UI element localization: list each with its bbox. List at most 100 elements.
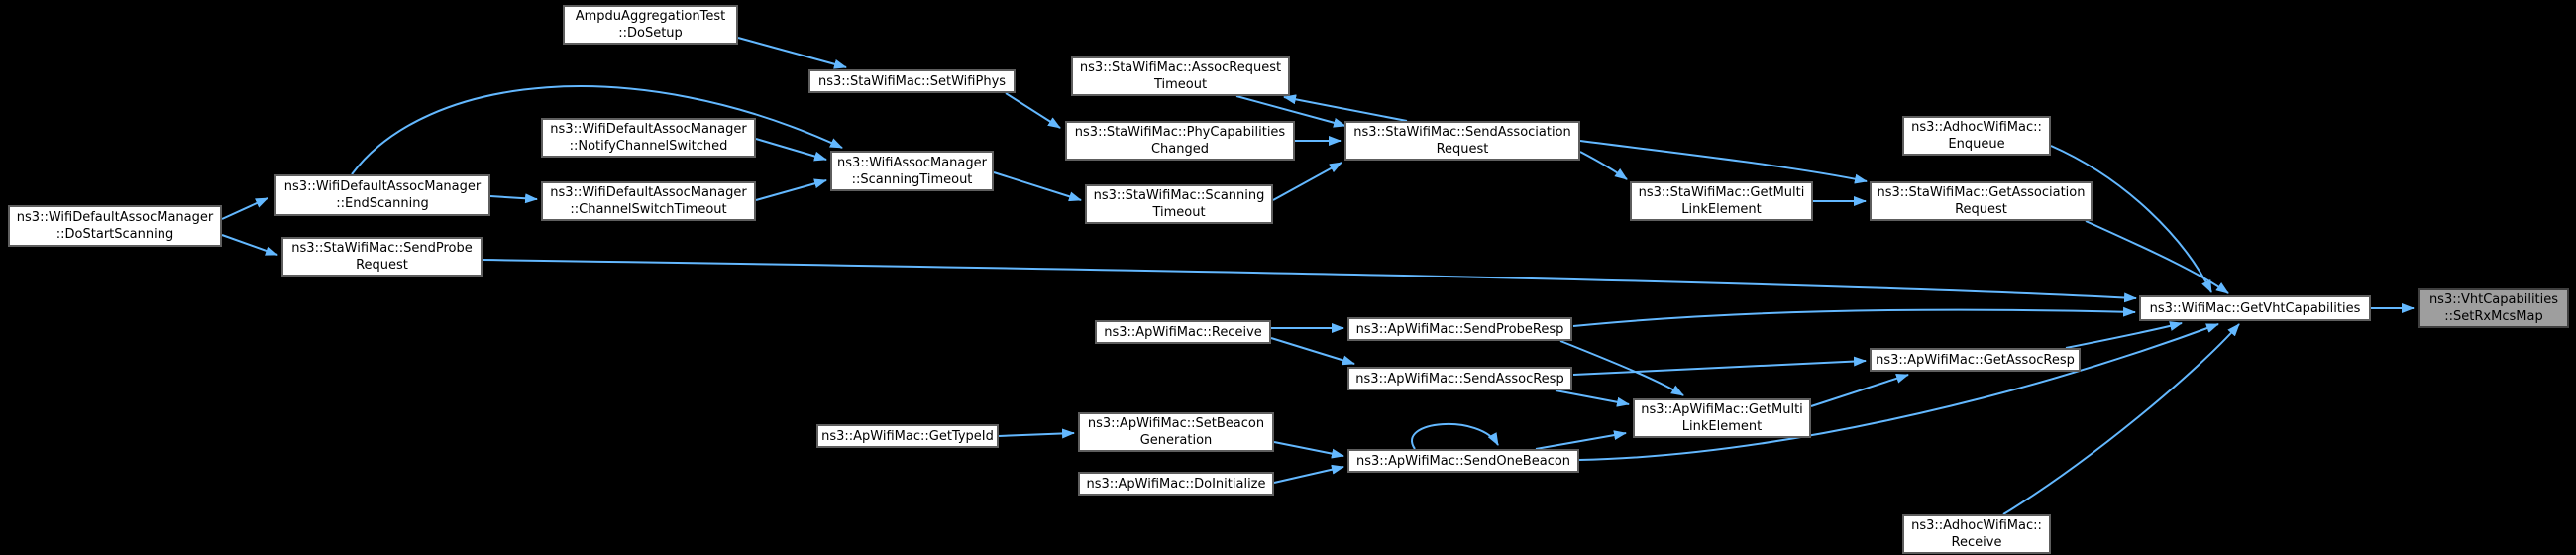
node-label-line: ns3::StaWifiMac::SendProbe (291, 241, 473, 256)
edge-adhoc-enqueue-get-vht-capabilities (2050, 145, 2212, 293)
node-notify-channel-switched[interactable]: ns3::WifiDefaultAssocManager ::NotifyCha… (541, 118, 756, 158)
node-label-line: ::DoSetup (618, 26, 683, 41)
node-do-initialize[interactable]: ns3::ApWifiMac::DoInitialize (1078, 472, 1274, 496)
node-label-line: ns3::StaWifiMac::SendAssociation (1353, 125, 1571, 140)
node-label-line: ns3::WifiAssocManager (837, 155, 987, 170)
node-label-line: ns3::StaWifiMac::GetAssociation (1877, 185, 2086, 200)
node-label-line: ns3::WifiDefaultAssocManager (283, 179, 482, 194)
node-label-line: Receive (1951, 535, 2002, 550)
edge-send-one-beacon-get-vht-capabilities (1578, 323, 2219, 461)
node-label-line: ::NotifyChannelSwitched (569, 139, 728, 154)
node-label-line: ns3::AdhocWifiMac:: (1911, 518, 2042, 533)
node-label-line: ns3::StaWifiMac::Scanning (1093, 188, 1265, 203)
node-ap-receive[interactable]: ns3::ApWifiMac::Receive (1095, 320, 1271, 344)
edge-assoc-request-timeout-send-association-request (1235, 95, 1346, 128)
node-ap-get-type-id[interactable]: ns3::ApWifiMac::GetTypeId (816, 424, 999, 448)
node-label-line: ns3::ApWifiMac::GetTypeId (821, 428, 994, 444)
edge-channel-switch-timeout-wam-scanning-timeout (755, 178, 827, 201)
node-label-line: ns3::ApWifiMac::Receive (1104, 324, 1262, 340)
edge-wam-scanning-timeout-sta-scanning-timeout (993, 171, 1082, 202)
node-send-assoc-resp[interactable]: ns3::ApWifiMac::SendAssocResp (1347, 367, 1572, 390)
edge-send-probe-resp-get-vht-capabilities (1572, 306, 2136, 327)
node-label-line: Changed (1150, 142, 1210, 157)
node-send-one-beacon[interactable]: ns3::ApWifiMac::SendOneBeacon (1347, 449, 1579, 473)
node-label-line: ns3::ApWifiMac::SendProbeResp (1355, 321, 1564, 337)
node-wam-scanning-timeout[interactable]: ns3::WifiAssocManager ::ScanningTimeout (830, 151, 994, 191)
node-adhoc-enqueue[interactable]: ns3::AdhocWifiMac:: Enqueue (1902, 116, 2051, 156)
edge-send-one-beacon-self (1411, 422, 1499, 450)
node-sta-scanning-timeout[interactable]: ns3::StaWifiMac::Scanning Timeout (1085, 184, 1273, 224)
node-label-line: LinkElement (1681, 419, 1763, 434)
node-label-line: ns3::WifiDefaultAssocManager (550, 122, 747, 137)
node-assoc-request-timeout[interactable]: ns3::StaWifiMac::AssocRequest Timeout (1071, 56, 1290, 96)
edge-ampdu-do-setup-set-wifi-phys (737, 37, 847, 69)
edge-send-assoc-resp-ap-get-assoc-resp (1572, 356, 1867, 376)
edge-set-wifi-phys-phy-capabilities-changed (1005, 92, 1061, 129)
edge-send-association-request-sta-get-multi-link-element (1579, 151, 1628, 180)
edge-ap-get-type-id-set-beacon-generation (998, 428, 1075, 439)
node-label-line: ns3::AdhocWifiMac:: (1911, 120, 2042, 135)
node-label-line: ns3::StaWifiMac::PhyCapabilities (1074, 125, 1286, 140)
node-label-line: ns3::WifiDefaultAssocManager (16, 210, 214, 225)
node-label-line: ::DoStartScanning (55, 227, 174, 242)
node-channel-switch-timeout[interactable]: ns3::WifiDefaultAssocManager ::ChannelSw… (541, 181, 756, 221)
edge-send-one-beacon-ap-get-multi-link-element (1535, 430, 1627, 450)
node-end-scanning[interactable]: ns3::WifiDefaultAssocManager ::EndScanni… (274, 174, 490, 216)
node-set-rx-mcs-map: ns3::VhtCapabilities ::SetRxMcsMap (2418, 288, 2569, 328)
node-label-line: ::SetRxMcsMap (2444, 309, 2543, 324)
edge-end-scanning-channel-switch-timeout (489, 193, 538, 204)
edge-do-start-scanning-end-scanning (221, 197, 268, 220)
node-send-association-request[interactable]: ns3::StaWifiMac::SendAssociation Request (1344, 121, 1580, 161)
node-adhoc-receive[interactable]: ns3::AdhocWifiMac:: Receive (1902, 514, 2051, 554)
node-ap-get-multi-link-element[interactable]: ns3::ApWifiMac::GetMulti LinkElement (1633, 398, 1811, 438)
node-label-line: ns3::ApWifiMac::GetAssocResp (1876, 352, 2075, 368)
node-label-line: Request (1436, 142, 1489, 157)
node-label-line: ns3::WifiMac::GetVhtCapabilities (2149, 300, 2361, 316)
node-ap-get-assoc-resp[interactable]: ns3::ApWifiMac::GetAssocResp (1870, 348, 2081, 372)
node-label-line: ns3::ApWifiMac::SendOneBeacon (1355, 453, 1571, 469)
node-label-line: Timeout (1153, 77, 1208, 92)
node-label-line: ns3::ApWifiMac::GetMulti (1641, 402, 1803, 417)
node-label-line: AmpduAggregationTest (575, 9, 726, 24)
edge-send-association-request-assoc-request-timeout (1283, 94, 1408, 122)
node-label-line: ns3::WifiDefaultAssocManager (550, 185, 747, 200)
edge-send-association-request-get-association-request (1579, 140, 1868, 184)
node-send-probe-request[interactable]: ns3::StaWifiMac::SendProbe Request (281, 237, 483, 277)
node-label-line: ns3::ApWifiMac::DoInitialize (1086, 476, 1266, 492)
node-label-line: ::ScanningTimeout (851, 171, 973, 187)
node-label-line: LinkElement (1681, 202, 1762, 217)
node-label-line: ns3::StaWifiMac::SetWifiPhys (817, 73, 1007, 89)
node-label-line: ns3::VhtCapabilities (2428, 292, 2559, 307)
node-send-probe-resp[interactable]: ns3::ApWifiMac::SendProbeResp (1347, 317, 1572, 341)
edge-notify-channel-switched-wam-scanning-timeout (755, 138, 827, 162)
node-label-line: ns3::StaWifiMac::GetMulti (1638, 185, 1805, 200)
node-set-beacon-generation[interactable]: ns3::ApWifiMac::SetBeacon Generation (1078, 412, 1274, 452)
node-label-line: ns3::StaWifiMac::AssocRequest (1079, 60, 1282, 75)
edge-send-probe-request-get-vht-capabilities (482, 259, 2137, 303)
node-phy-capabilities-changed[interactable]: ns3::StaWifiMac::PhyCapabilities Changed (1065, 121, 1295, 161)
edge-send-assoc-resp-ap-get-multi-link-element (1555, 389, 1630, 407)
node-label-line: ::EndScanning (336, 196, 429, 211)
node-label-line: ns3::ApWifiMac::SendAssocResp (1355, 371, 1564, 387)
node-label-line: Timeout (1152, 205, 1206, 220)
node-get-association-request[interactable]: ns3::StaWifiMac::GetAssociation Request (1870, 181, 2093, 221)
node-sta-get-multi-link-element[interactable]: ns3::StaWifiMac::GetMulti LinkElement (1630, 181, 1813, 221)
node-label-line: ::ChannelSwitchTimeout (570, 202, 727, 217)
edge-get-association-request-get-vht-capabilities (2085, 220, 2229, 294)
edge-end-scanning-wam-scanning-timeout (351, 85, 843, 175)
edge-ap-get-assoc-resp-get-vht-capabilities (2065, 321, 2183, 349)
edge-send-probe-resp-ap-get-multi-link-element (1559, 340, 1684, 396)
node-set-wifi-phys[interactable]: ns3::StaWifiMac::SetWifiPhys (808, 69, 1016, 93)
edge-ap-receive-send-assoc-resp (1270, 337, 1355, 366)
node-label-line: ns3::ApWifiMac::SetBeacon (1087, 416, 1265, 431)
edge-set-beacon-generation-send-one-beacon (1273, 441, 1344, 459)
edge-adhoc-receive-get-vht-capabilities (2002, 323, 2240, 515)
node-get-vht-capabilities[interactable]: ns3::WifiMac::GetVhtCapabilities (2139, 295, 2371, 321)
node-do-start-scanning[interactable]: ns3::WifiDefaultAssocManager ::DoStartSc… (8, 205, 222, 247)
node-ampdu-do-setup[interactable]: AmpduAggregationTest ::DoSetup (563, 5, 738, 45)
node-label-line: Enqueue (1948, 137, 2005, 152)
edge-do-start-scanning-send-probe-request (221, 234, 278, 256)
node-label-line: Generation (1139, 433, 1213, 448)
